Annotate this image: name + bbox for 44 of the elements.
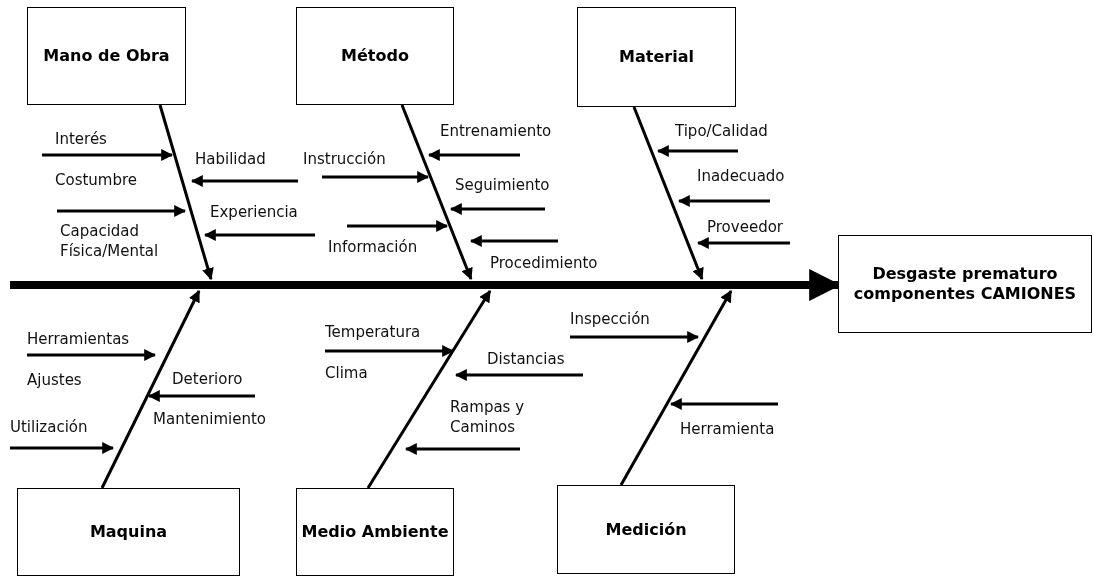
cause-label: Costumbre: [55, 171, 138, 191]
bone-arrow: [619, 289, 733, 486]
bone-arrow: [366, 290, 492, 489]
category-title: Mano de Obra: [43, 46, 170, 66]
cause-label: Instrucción: [303, 150, 386, 170]
category-title: Medio Ambiente: [301, 522, 449, 542]
effect-box: [838, 235, 1092, 333]
cause-label: Procedimiento: [490, 254, 598, 274]
cause-label: Inspección: [570, 310, 650, 330]
bone-arrow: [100, 289, 201, 489]
category-box: [17, 488, 240, 576]
category-box: [557, 485, 735, 574]
cause-label: Proveedor: [707, 218, 783, 238]
cause-label: Experiencia: [210, 203, 298, 223]
category-title: Maquina: [89, 522, 168, 542]
cause-label: Interés: [55, 130, 107, 150]
cause-label: Clima: [325, 364, 368, 384]
cause-label: Habilidad: [195, 150, 266, 170]
cause-label: Distancias: [487, 350, 565, 370]
category-title: Medición: [605, 519, 687, 540]
cause-label: Entrenamiento: [440, 122, 552, 142]
category-box: [296, 7, 454, 105]
cause-label: Rampas y Caminos: [450, 398, 526, 437]
cause-label: Información: [328, 238, 418, 258]
cause-label: Herramientas: [27, 330, 130, 350]
cause-label: Herramienta: [680, 420, 775, 440]
bone-arrow: [400, 104, 473, 281]
bone-arrow: [632, 106, 704, 281]
category-box: [27, 7, 186, 105]
category-box: [296, 488, 454, 576]
category-box: [577, 7, 736, 107]
cause-label: Capacidad Física/Mental: [60, 222, 160, 261]
bone-arrow: [158, 104, 214, 281]
category-title: Material: [619, 47, 694, 67]
effect-text: Desgaste prematuro componentes CAMIONES: [852, 264, 1078, 304]
cause-label: Utilización: [10, 418, 88, 438]
cause-label: Mantenimiento: [153, 410, 266, 430]
cause-label: Seguimiento: [455, 176, 550, 196]
cause-label: Deterioro: [172, 370, 243, 390]
cause-label: Temperatura: [325, 323, 421, 343]
category-title: Método: [341, 46, 409, 66]
cause-label: Inadecuado: [697, 167, 785, 187]
cause-label: Ajustes: [27, 371, 82, 391]
cause-label: Tipo/Calidad: [675, 122, 768, 142]
